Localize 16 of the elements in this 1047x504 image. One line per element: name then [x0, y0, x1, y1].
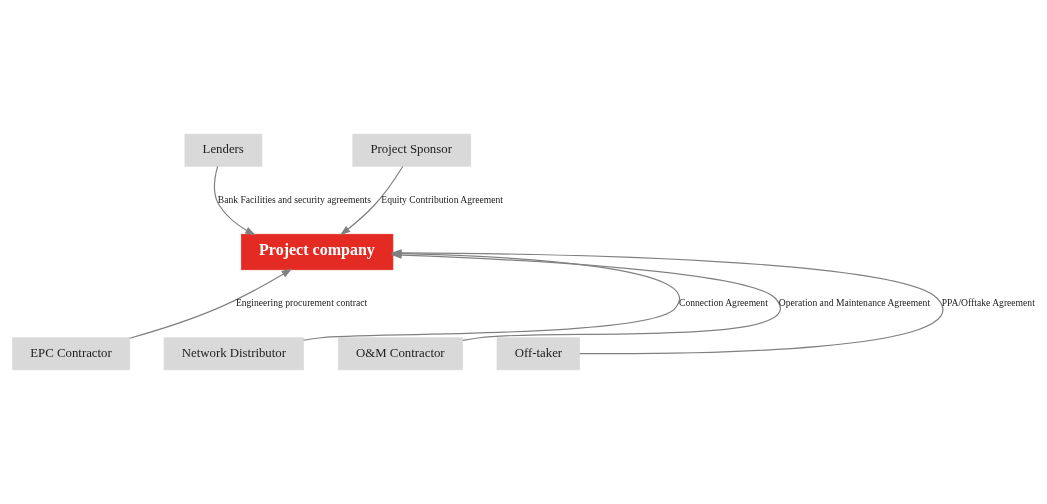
edge-label: Operation and Maintenance Agreement: [778, 297, 931, 309]
arrow: [129, 268, 293, 339]
edge-label: PPA/Offtake Agreement: [941, 297, 1035, 309]
edge-label: Bank Facilities and security agreements: [217, 193, 371, 205]
node-box: Lenders: [184, 133, 263, 167]
node-box: Project Sponsor: [352, 133, 471, 167]
edge-label: Equity Contribution Agreement: [381, 193, 504, 205]
arrow: [213, 165, 256, 236]
edge-label: Engineering procurement contract: [235, 297, 368, 309]
node-box: O&M Contractor: [338, 337, 463, 371]
node-box: Project company: [241, 233, 394, 271]
node-box: Off-taker: [496, 337, 580, 371]
node-box: EPC Contractor: [12, 337, 131, 371]
arrow: [340, 165, 404, 236]
node-box: Network Distributor: [163, 337, 304, 371]
edge-label: Connection Agreement: [678, 297, 768, 309]
